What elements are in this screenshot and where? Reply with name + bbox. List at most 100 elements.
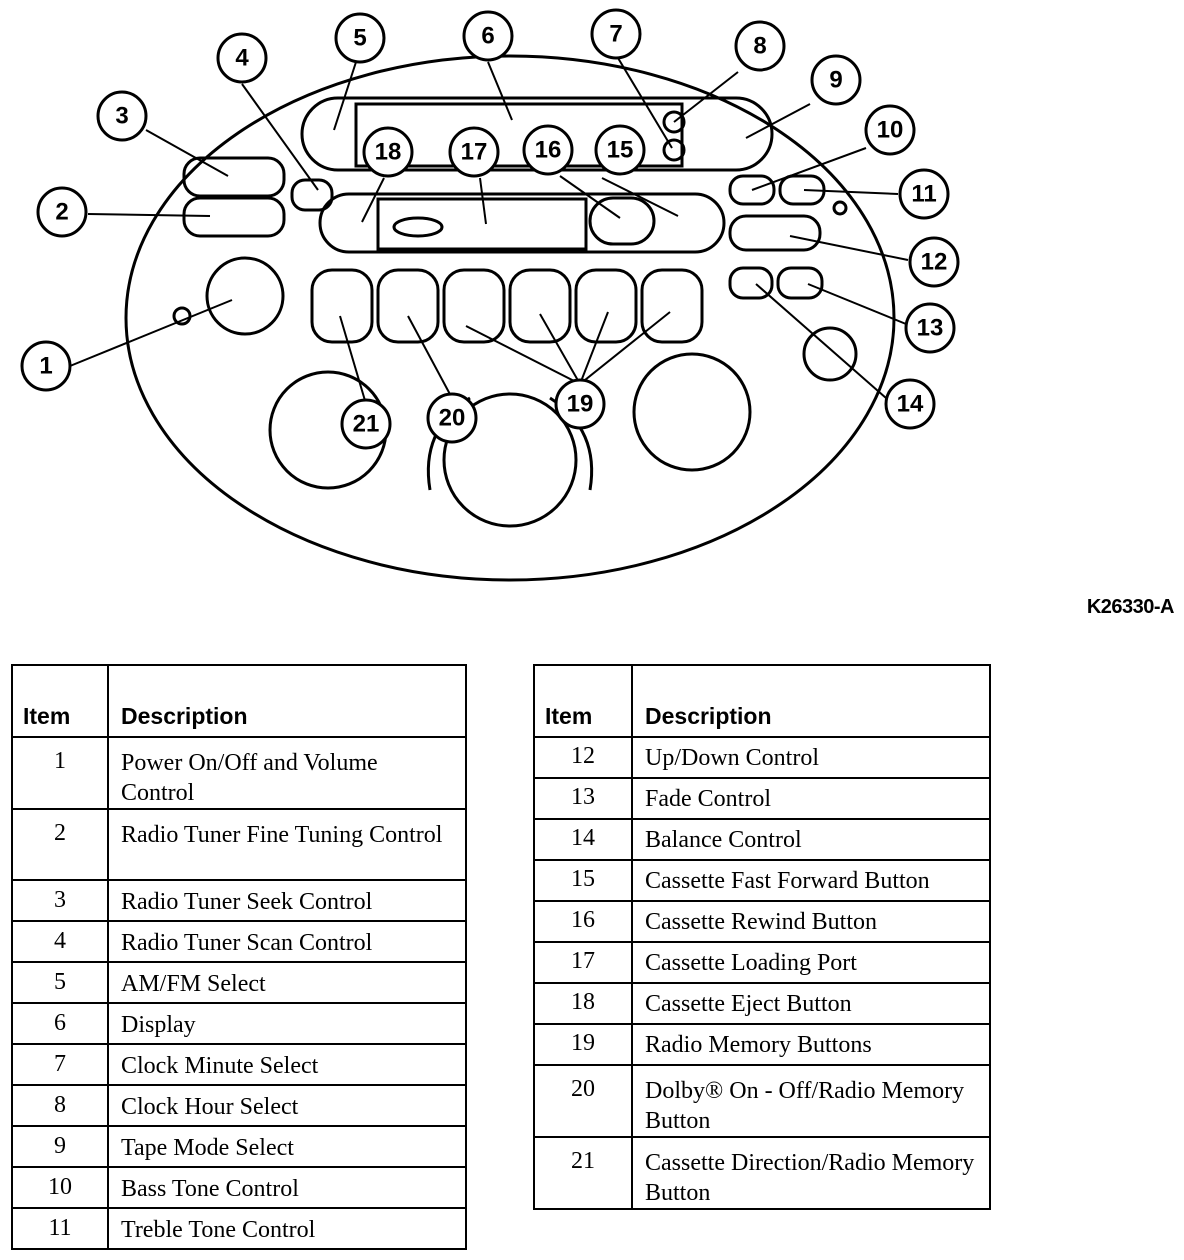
seek-button (182, 156, 286, 198)
panel-outline (124, 54, 896, 582)
item-description: Cassette Rewind Button (631, 900, 991, 943)
item-description: Radio Memory Buttons (631, 1023, 991, 1066)
item-number: 13 (533, 777, 633, 820)
item-description: Cassette Eject Button (631, 982, 991, 1025)
callouts: 1 2 3 4 5 6 7 8 9 10 11 12 13 14 15 16 1… (20, 8, 960, 450)
svg-text:19: 19 (567, 391, 594, 418)
item-number: 11 (11, 1207, 109, 1250)
item-number: 19 (533, 1023, 633, 1066)
item-number: 15 (533, 859, 633, 902)
callout-18: 18 (362, 126, 414, 178)
temperature-knob (442, 392, 578, 528)
item-description: Tape Mode Select (107, 1125, 467, 1168)
cassette-port (376, 197, 588, 251)
svg-text:10: 10 (877, 117, 904, 144)
callout-8: 8 (734, 20, 786, 72)
clock-hour-button (662, 110, 686, 134)
callout-14: 14 (884, 378, 936, 430)
item-number: 8 (11, 1084, 109, 1127)
callout-9: 9 (810, 54, 862, 106)
memory-button-19d (640, 268, 704, 344)
svg-text:12: 12 (921, 249, 948, 276)
item-number: 5 (11, 961, 109, 1004)
cassette-rewind-button (588, 196, 656, 246)
callout-19: 19 (554, 378, 606, 430)
header-item: Item (533, 664, 633, 738)
item-number: 12 (533, 736, 633, 779)
svg-text:3: 3 (115, 103, 128, 130)
svg-text:14: 14 (897, 391, 924, 418)
display-window (354, 102, 684, 168)
svg-text:15: 15 (607, 137, 634, 164)
item-description: Radio Tuner Seek Control (107, 879, 467, 922)
tune-button (182, 196, 286, 238)
cassette-logo (392, 216, 444, 238)
callout-13: 13 (904, 302, 956, 354)
memory-button-19c (574, 268, 638, 344)
header-description: Description (107, 664, 467, 738)
svg-text:20: 20 (439, 405, 466, 432)
fade-button (776, 266, 824, 300)
radio-panel-diagram: 1 2 3 4 5 6 7 8 9 10 11 12 13 14 15 16 1… (20, 8, 960, 582)
item-description: Power On/Off and Volume Control (107, 736, 467, 810)
mode-knob (632, 352, 752, 472)
item-number: 20 (533, 1064, 633, 1138)
callout-2: 2 (36, 186, 88, 238)
item-description: Up/Down Control (631, 736, 991, 779)
svg-text:17: 17 (461, 139, 488, 166)
memory-button-19b (508, 268, 572, 344)
item-description: Clock Minute Select (107, 1043, 467, 1086)
svg-text:5: 5 (353, 25, 366, 52)
header-item: Item (11, 664, 109, 738)
item-number: 3 (11, 879, 109, 922)
callout-15: 15 (594, 124, 646, 176)
item-description: Cassette Loading Port (631, 941, 991, 984)
svg-text:6: 6 (481, 23, 494, 50)
callout-4: 4 (216, 32, 268, 84)
svg-text:1: 1 (39, 353, 52, 380)
bass-button (728, 174, 776, 206)
item-description: Cassette Direction/Radio Memory Button (631, 1136, 991, 1210)
figure-code: K26330-A (1086, 596, 1175, 618)
svg-text:11: 11 (911, 181, 936, 208)
callout-10: 10 (864, 104, 916, 156)
clock-minute-button (662, 138, 686, 162)
item-number: 1 (11, 736, 109, 810)
callout-3: 3 (96, 90, 148, 142)
item-number: 14 (533, 818, 633, 861)
header-description: Description (631, 664, 991, 738)
item-description: Radio Tuner Scan Control (107, 920, 467, 963)
item-description: Clock Hour Select (107, 1084, 467, 1127)
volume-knob (205, 256, 285, 336)
item-number: 2 (11, 808, 109, 881)
memory-button-21 (310, 268, 374, 344)
item-description: Balance Control (631, 818, 991, 861)
callout-12: 12 (908, 236, 960, 288)
item-description: Treble Tone Control (107, 1207, 467, 1250)
svg-text:18: 18 (375, 139, 402, 166)
item-description: Dolby® On - Off/Radio Memory Button (631, 1064, 991, 1138)
callout-20: 20 (426, 392, 478, 444)
up-down-button (728, 214, 822, 252)
svg-text:16: 16 (535, 137, 562, 164)
memory-button-19a (442, 268, 506, 344)
